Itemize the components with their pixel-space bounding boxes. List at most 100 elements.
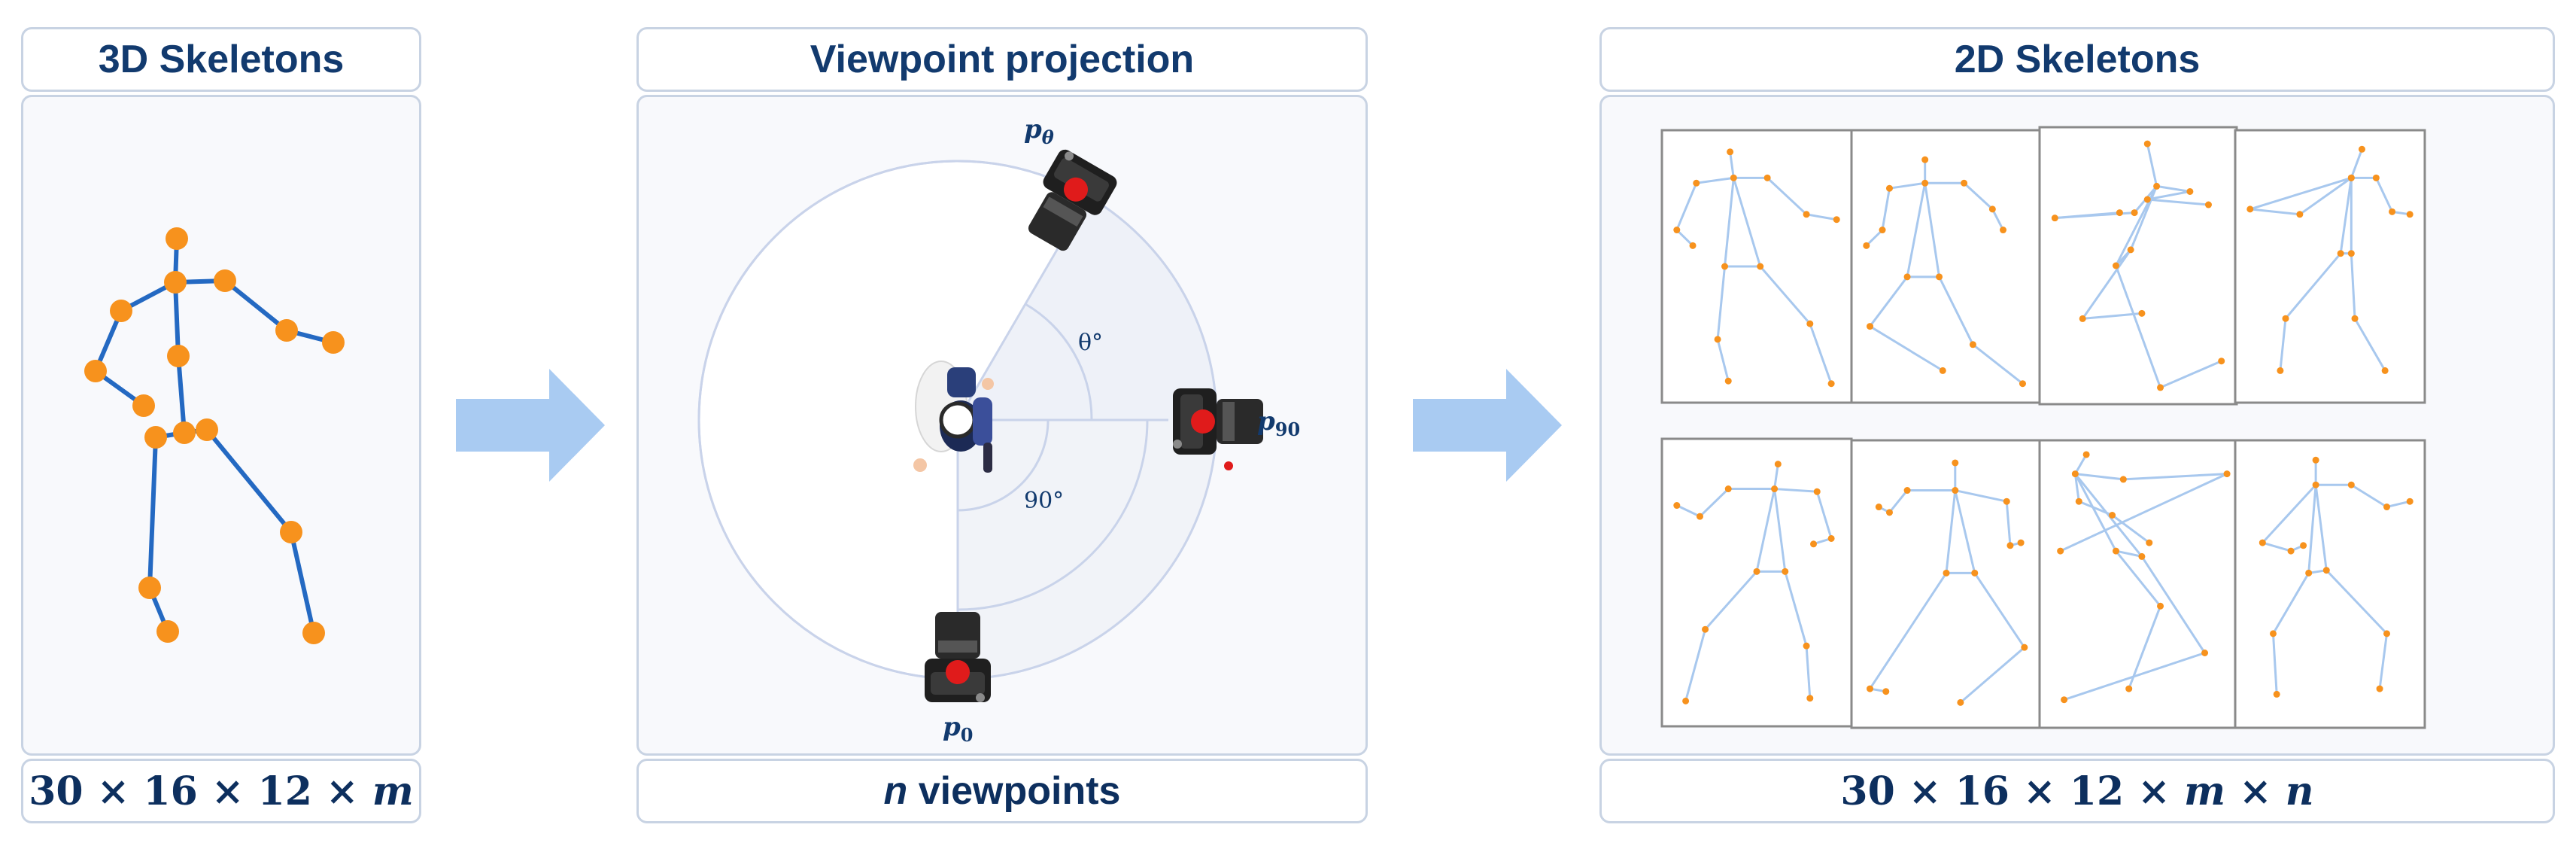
joint-2d [2277,367,2284,374]
joint-2d [2269,630,2277,637]
joint-2d [2381,367,2389,374]
joint-2d [2347,250,2355,257]
thumbnail-frame [1850,129,2043,404]
joint-2d [2017,539,2025,546]
bone-2d [1675,229,1694,247]
joint-2d [2347,481,2355,488]
joint-2d [2119,476,2127,483]
label-angle-theta: θ° [1078,330,1103,356]
joint-2d [2246,205,2254,213]
bone-2d [2350,483,2388,508]
joint-2d [2337,250,2344,257]
joint-2d [2389,208,2396,215]
joint-2d [2143,140,2151,148]
joint-2d [1921,156,1929,163]
bone-2d [1759,266,1811,325]
joint-2d [2112,262,2119,269]
joint-2d [1721,263,1729,270]
bone-2d [1806,213,1837,221]
ninety-sector [958,420,1217,679]
bone-2d [1696,176,1734,184]
joint-2d [1867,685,1874,692]
times-sign: × [2239,768,2272,814]
bone-2d [2307,485,2317,574]
bone-2d [2081,249,2132,320]
joint-2d [1952,459,1959,467]
joint-2d [2351,315,2359,322]
bone-2d [2271,633,2278,695]
joint-3d [132,394,155,417]
joint-2d [1673,502,1681,510]
bone-2d [2115,265,2161,388]
joint-2d [1875,504,1882,511]
right-panel-header: 2D Skeletons [1599,27,2555,92]
times-sign: × [2023,768,2056,814]
bone-2d [2116,549,2143,558]
joint-2d [2061,696,2068,704]
right-arrow-icon [1413,369,1562,482]
joint-2d [1696,513,1703,520]
joint-2d [2071,470,2079,478]
middle-panel-title: Viewpoint projection [810,38,1195,81]
joint-2d [2305,569,2313,577]
joint-2d [1833,216,1840,224]
joint-2d [2051,215,2058,222]
bone-2d [1774,488,1818,493]
thumbnail-frame [2038,126,2238,406]
right-arrow-icon [456,369,605,482]
bone-2d [1724,178,1735,267]
joint-2d [2312,481,2319,488]
joint-3d [84,360,107,382]
joint-2d [1813,488,1821,495]
bone-2d [1888,489,1909,513]
joint-2d [1863,242,1870,249]
ninety-arc-outer [957,419,1149,611]
joint-2d [2157,602,2164,610]
right-panel-title: 2D Skeletons [1954,38,2201,81]
joint-3d [196,418,218,441]
bone-2d [2064,652,2206,701]
viewpoints-count: n viewpoints [884,768,1121,814]
joint-2d [2138,309,2146,317]
skeleton-2d-thumbnail [2038,126,2238,406]
joint-2d [1936,273,1943,281]
joint-2d [1943,569,1950,577]
bone-2d [1869,572,1948,689]
skeleton-2d-thumbnail [1660,437,1853,728]
skeleton-2d-thumbnail [1850,439,2043,729]
joint-2d [2201,650,2209,656]
camera-icon [925,612,991,702]
bone-2d [1869,275,1909,327]
middle-panel-header: Viewpoint projection [636,27,1368,92]
bone-2d [1809,323,1833,385]
bone-2d [2262,541,2292,552]
bone-2d [1815,491,1833,539]
bone-2d [2350,253,2356,319]
joint-2d [1682,697,1690,704]
joint-2d [1771,485,1779,493]
times-sign: × [211,768,245,814]
skeleton-2d-thumbnail [1850,129,2043,404]
dim-m: m [372,768,414,814]
bone-2d [1699,488,1730,518]
right-panel-2d-skeletons [1599,95,2555,756]
joint-3d [164,271,187,294]
bone-2d [1954,490,1976,574]
joint-2d [2138,552,2146,560]
joint-2d [1774,461,1782,468]
bone-2d [1684,628,1707,701]
left-dimension-formula: 30 × 16 × 12 × m [29,768,414,814]
bone-2d [2074,473,2117,552]
joint-3d [144,426,167,449]
bone-2d [1869,325,1944,372]
bone-2d [1766,177,1808,215]
bone-2d [2060,473,2228,552]
joint-3d [173,421,196,444]
dim-a: 30 [1840,768,1895,814]
joint-2d [1827,534,1835,542]
skeleton-2d-thumbnail [2234,439,2426,729]
joint-2d [2273,690,2280,698]
viewpoints-text: viewpoints [918,769,1121,813]
joint-3d [138,577,161,599]
joint-2d [1921,179,1929,187]
